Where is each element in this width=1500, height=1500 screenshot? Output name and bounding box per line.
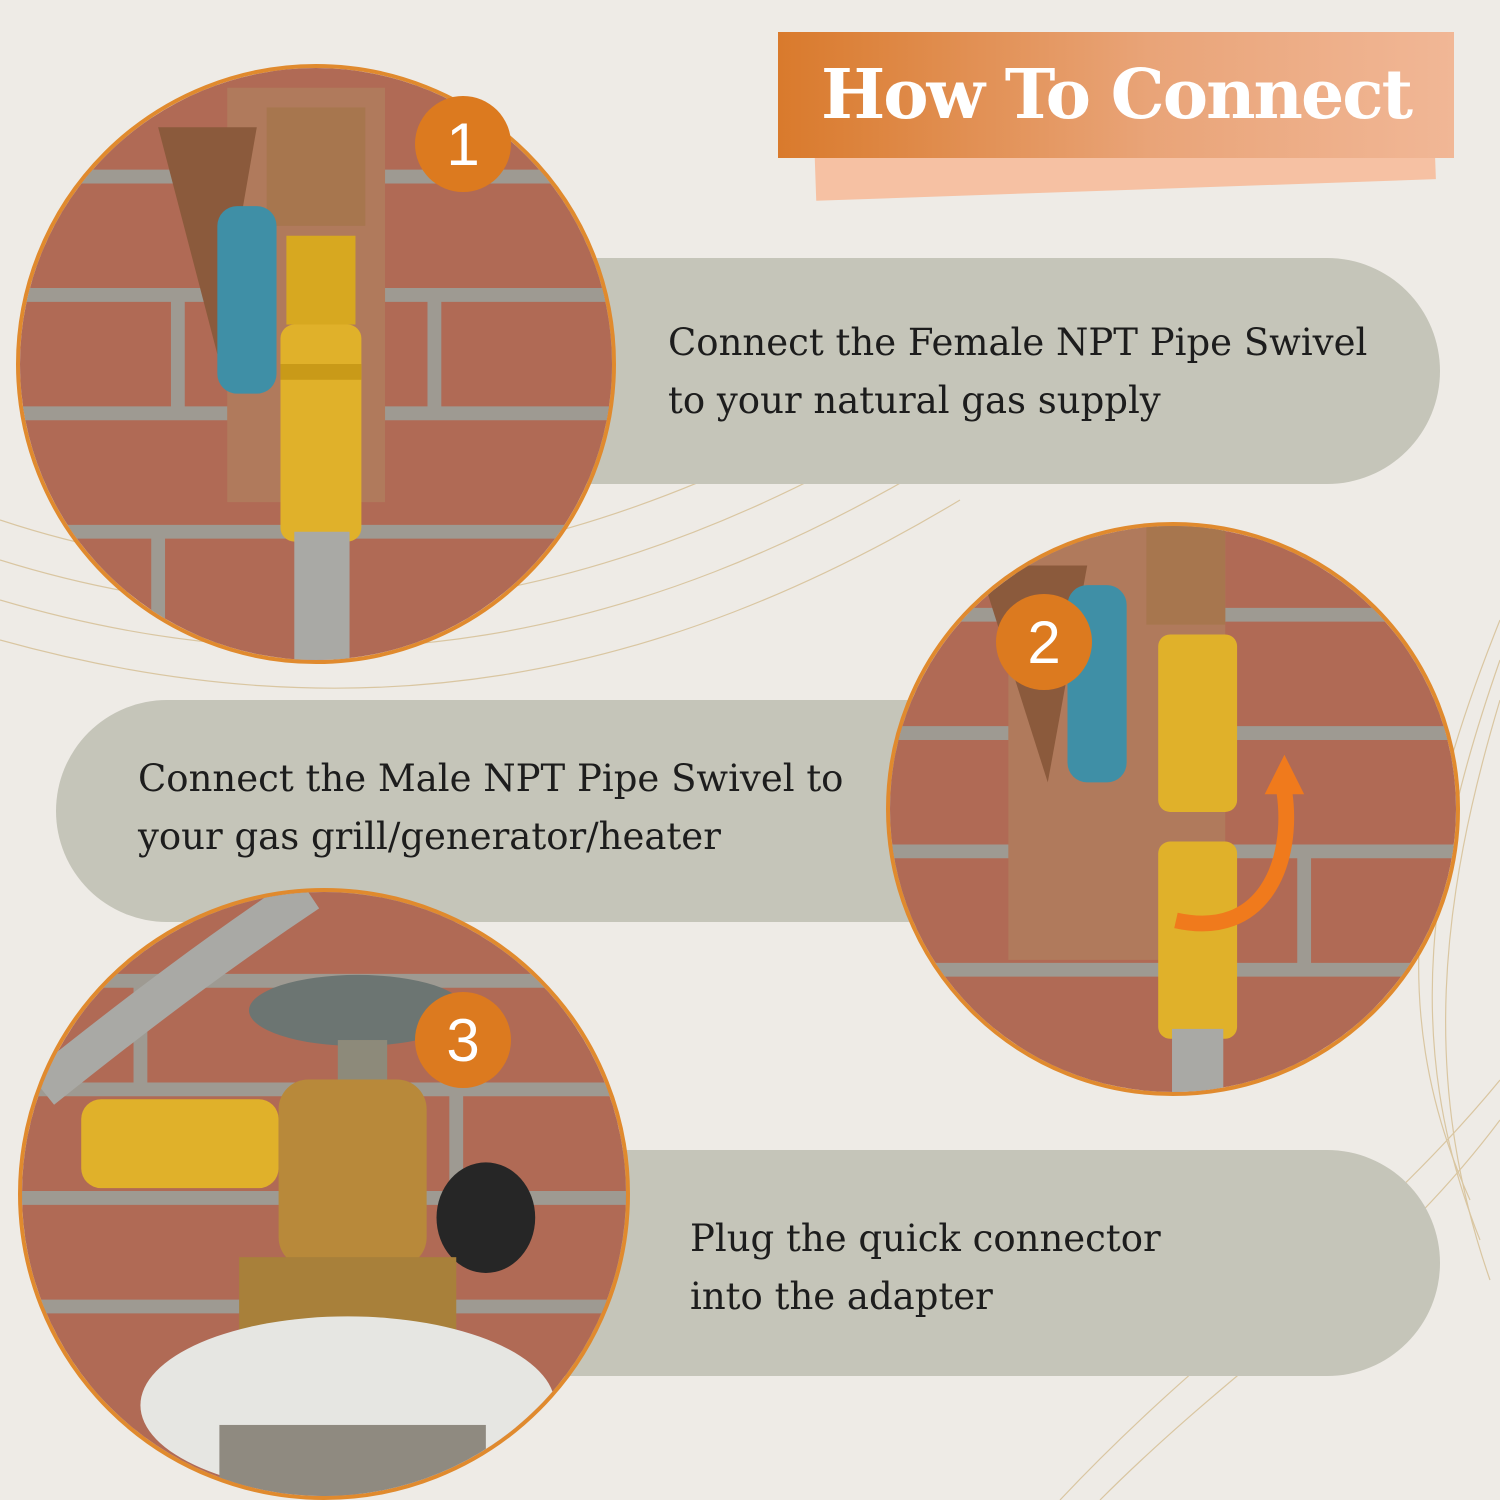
step-2-number-badge: 2 bbox=[996, 594, 1092, 690]
step-3-text: Plug the quick connector into the adapte… bbox=[690, 1217, 1161, 1318]
step-1-number-badge: 1 bbox=[415, 96, 511, 192]
title-banner: How To Connect bbox=[778, 32, 1454, 201]
step-3-number-badge: 3 bbox=[415, 992, 511, 1088]
step-2-photo bbox=[886, 522, 1460, 1096]
step-1-text: Connect the Female NPT Pipe Swivel to yo… bbox=[668, 321, 1368, 422]
page-title: How To Connect bbox=[820, 55, 1413, 135]
step-3-photo bbox=[18, 888, 630, 1500]
title-banner-box bbox=[778, 32, 1454, 158]
step-1-photo bbox=[16, 64, 616, 664]
step-2-text: Connect the Male NPT Pipe Swivel to your… bbox=[138, 757, 844, 858]
